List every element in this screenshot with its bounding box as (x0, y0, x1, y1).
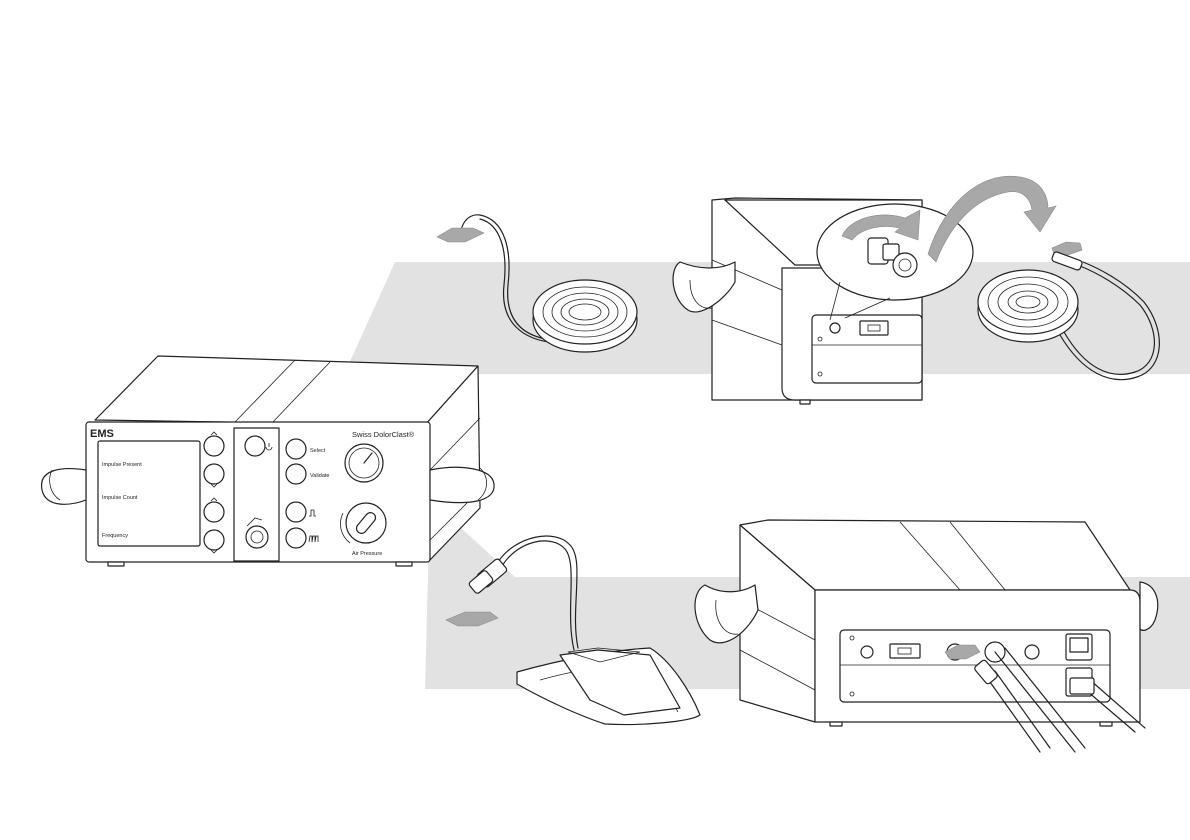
lcd-label-impulse-count: Impulse Count (102, 495, 138, 501)
arrow-disconnect-top (437, 228, 484, 242)
product-name: Swiss DolorClast® (352, 430, 415, 439)
validate-button-label: Validate (310, 473, 329, 479)
air-pressure-label: Air Pressure (352, 551, 382, 557)
select-button-label: Select (310, 448, 326, 454)
rear-device-bottom (695, 520, 1158, 752)
lcd-label-frequency: Frequency (102, 533, 128, 539)
brand-logo: EMS (90, 428, 114, 440)
lcd-label-impulse-present: Impulse Present (102, 462, 142, 468)
